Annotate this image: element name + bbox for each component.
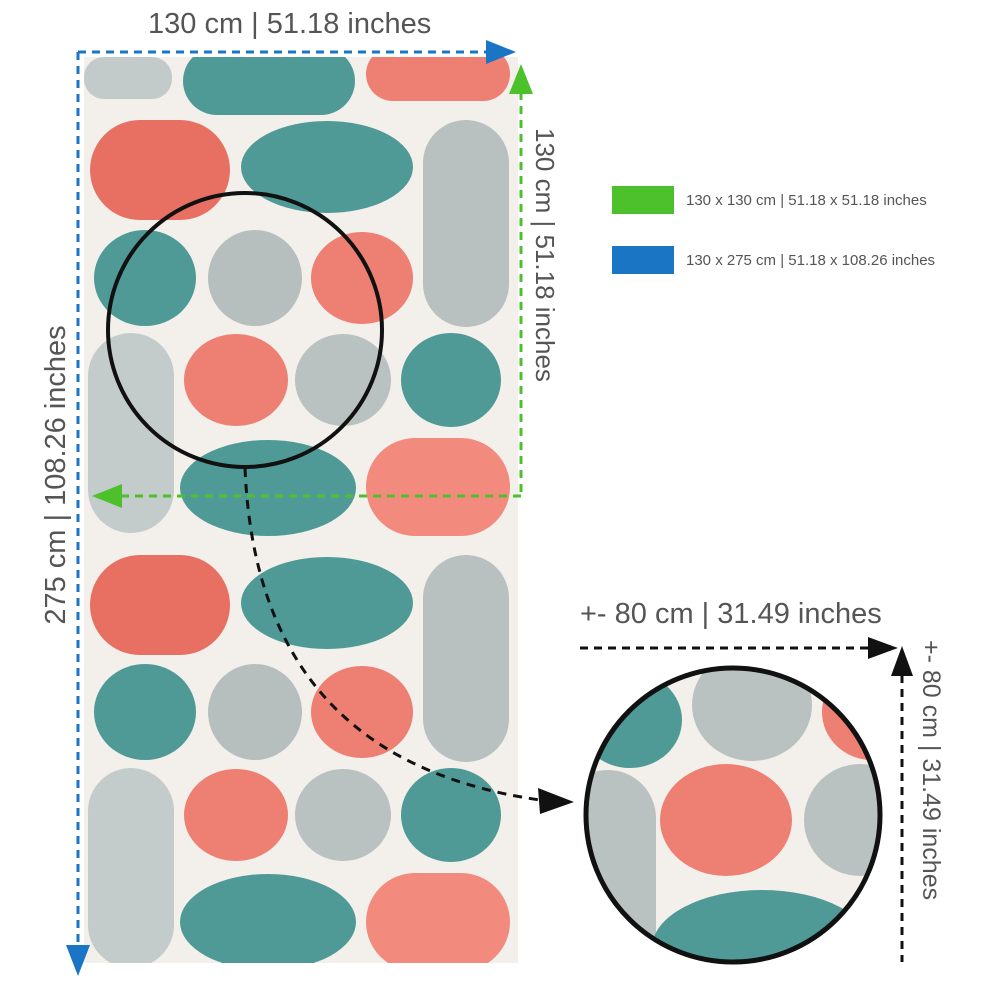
blue-arrowhead-down [66,945,90,976]
pebble-shape [184,334,288,426]
pebble-shape [366,438,510,536]
zoom-ring [583,665,883,965]
green-arrowhead-left [92,484,122,508]
pebble-shape [183,57,355,115]
zoom-dimension-arrows [580,637,913,962]
zoom-height-label: +- 80 cm | 31.49 inches [917,640,945,901]
connector-arrowhead [538,788,574,814]
pebble-shape [295,769,391,861]
zoom-width-label: +- 80 cm | 31.49 inches [580,598,882,630]
blue-arrowhead-right [486,40,516,64]
pebble-shape [366,873,510,963]
magnifier-ring [106,191,384,469]
full-height-label: 275 cm | 108.26 inches [40,325,72,625]
pebble-shape [88,768,174,963]
pebble-shape [90,555,230,655]
square-height-label: 130 cm | 51.18 inches [530,128,560,382]
zoom-pebble [586,770,656,962]
green-dimension-arrows [92,64,533,508]
zoom-arrowhead-up [891,646,913,676]
pebble-shape [423,555,509,762]
pebble-shape [94,230,196,326]
wallpaper-panel [84,57,518,963]
pebble-shape [208,664,302,760]
zoom-pebble [692,668,812,761]
pebble-shape [180,874,356,963]
legend-swatch-green [612,186,674,214]
pebble-shape [241,121,413,213]
pebble-shape [208,230,302,326]
zoom-pattern [586,668,880,962]
pebble-shape [311,666,413,758]
pebble-shape [88,333,174,533]
green-arrowhead-up [509,64,533,94]
connector-curve [243,467,541,802]
pebble-shape [366,57,510,101]
pebble-shape [295,334,391,426]
pebble-shape [90,120,230,220]
legend-swatch-blue [612,246,674,274]
pebble-shape [184,769,288,861]
legend-label-full: 130 x 275 cm | 51.18 x 108.26 inches [686,251,936,269]
zoom-connector [243,467,574,814]
pebble-shape [311,232,413,324]
pebble-shape [94,664,196,760]
legend-item-full: 130 x 275 cm | 51.18 x 108.26 inches [612,246,935,274]
pebble-shape [241,557,413,649]
pebble-shape [401,768,501,862]
zoom-view [583,665,883,965]
pebble-shape [84,57,172,99]
pebble-shape [423,120,509,327]
full-width-label: 130 cm | 51.18 inches [148,8,432,40]
legend-item-square: 130 x 130 cm | 51.18 x 51.18 inches [612,186,927,214]
zoom-pebble [660,764,792,876]
pebble-pattern [84,57,510,963]
legend-label-square: 130 x 130 cm | 51.18 x 51.18 inches [686,191,927,209]
pebble-shape [401,333,501,427]
zoom-pebble [804,764,880,876]
zoom-pebble [652,890,872,962]
blue-dimension-arrows [66,40,516,976]
zoom-arrowhead-right [868,637,898,659]
pebble-shape [180,440,356,536]
